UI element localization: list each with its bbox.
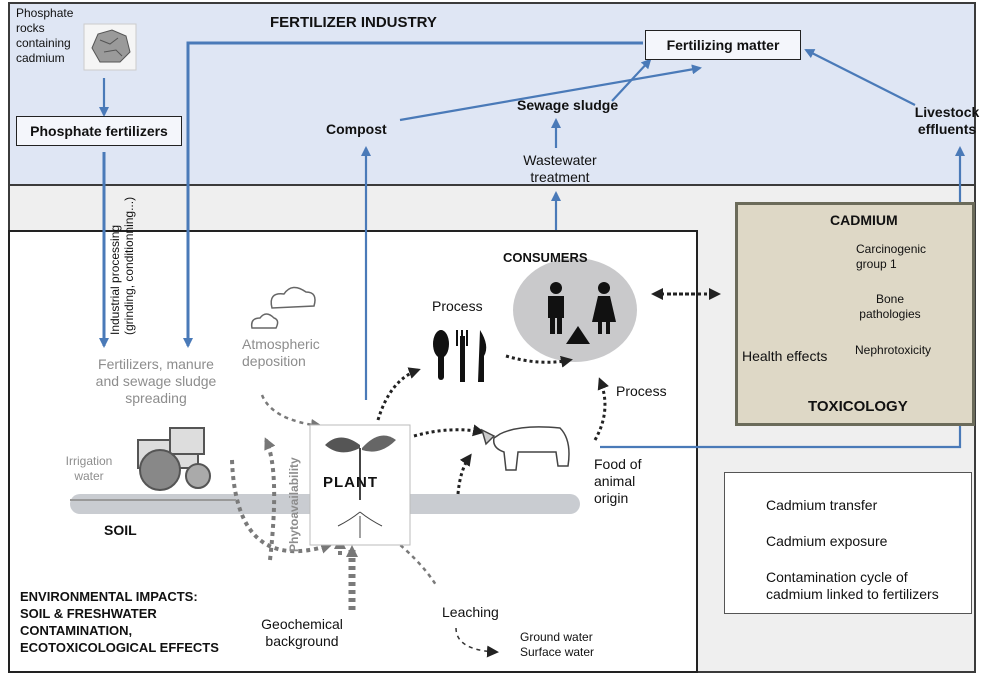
- impacts-line: ENVIRONMENTAL IMPACTS:: [20, 589, 198, 604]
- leaching-label: Leaching: [442, 604, 499, 620]
- cloud-icons: [250, 286, 316, 329]
- geochemical-line: background: [265, 633, 339, 649]
- atmospheric-line: deposition: [242, 353, 306, 369]
- spreading-line: spreading: [125, 390, 187, 406]
- exposure-arrows: [376, 288, 721, 495]
- food-label: Food of animal origin: [594, 456, 641, 507]
- legend-cycle-line: Contamination cycle of: [766, 569, 908, 585]
- consumers-label: CONSUMERS: [503, 250, 588, 265]
- water-label: Ground water Surface water: [520, 630, 594, 660]
- impacts-line: SOIL & FRESHWATER: [20, 606, 157, 621]
- irrigation-line: Irrigation: [65, 454, 113, 468]
- atmospheric-label: Atmospheric deposition: [242, 336, 320, 370]
- sewage-sludge-label: Sewage sludge: [517, 97, 619, 113]
- water-line: Surface water: [520, 645, 595, 659]
- legend-cycle-line: cadmium linked to fertilizers: [766, 586, 939, 602]
- carcinogenic-line: Carcinogenic: [856, 242, 927, 256]
- toxicology-panel: [735, 202, 975, 426]
- livestock-line: Livestock: [914, 104, 980, 120]
- phosphate-rocks-label: Phosphate rocks containing cadmium: [16, 6, 73, 66]
- carcinogenic-label: Carcinogenic group 1: [856, 242, 926, 272]
- process-right-label: Process: [616, 383, 667, 399]
- spreading-line: Fertilizers, manure: [98, 356, 214, 372]
- geochemical-line: Geochemical: [261, 616, 343, 632]
- phosphate-rocks-line: Phosphate: [16, 6, 74, 20]
- fertilizing-matter-box: Fertilizing matter: [645, 30, 801, 60]
- plant-label: PLANT: [323, 474, 378, 491]
- irrigation-label: Irrigation water: [54, 454, 124, 484]
- carcinogenic-line: group 1: [856, 257, 897, 271]
- industry-title: FERTILIZER INDUSTRY: [270, 14, 437, 31]
- geochemical-label: Geochemical background: [252, 616, 352, 650]
- legend-exposure-label: Cadmium exposure: [766, 533, 888, 549]
- livestock-label: Livestock effluents: [912, 104, 982, 138]
- cutlery-icon: [433, 330, 487, 382]
- plant-illustration: [309, 424, 411, 546]
- impacts-line: CONTAMINATION,: [20, 623, 133, 638]
- wastewater-label: Wastewater treatment: [517, 152, 603, 186]
- legend-transfer-label: Cadmium transfer: [766, 497, 878, 513]
- soil-label: SOIL: [104, 522, 137, 538]
- bone-line: Bone: [875, 292, 905, 306]
- phytoavailability-label: Phytoavailability: [287, 457, 301, 552]
- food-line: animal: [594, 473, 636, 489]
- phosphate-rocks-line: cadmium: [16, 51, 65, 65]
- atmospheric-line: Atmospheric: [242, 336, 320, 352]
- phosphate-rock-image: [83, 23, 137, 71]
- consumers-icons: [548, 282, 616, 344]
- water-line: Ground water: [520, 630, 593, 644]
- industrial-processing-label: Industrial processing (grinding, conditi…: [108, 197, 136, 335]
- toxicology-title: TOXICOLOGY: [808, 398, 908, 415]
- industrial-processing-line: (grinding, conditionning...): [122, 196, 136, 335]
- bone-label: Bone pathologies: [850, 292, 930, 322]
- industrial-processing-line: Industrial processing: [108, 224, 122, 335]
- process-top-label: Process: [432, 298, 483, 314]
- phosphate-fertilizers-label: Phosphate fertilizers: [30, 123, 168, 139]
- food-line: Food of: [594, 456, 642, 472]
- legend-cycle-label: Contamination cycle of cadmium linked to…: [766, 569, 939, 603]
- tractor-illustration: [137, 427, 211, 491]
- compost-label: Compost: [326, 121, 387, 137]
- environmental-impacts-label: ENVIRONMENTAL IMPACTS: SOIL & FRESHWATER…: [20, 588, 219, 656]
- irrigation-line: water: [74, 469, 104, 483]
- bone-line: pathologies: [859, 307, 921, 321]
- impacts-line: ECOTOXICOLOGICAL EFFECTS: [20, 640, 219, 655]
- phosphate-fertilizers-box: Phosphate fertilizers: [16, 116, 182, 146]
- spreading-line: and sewage sludge: [95, 373, 217, 389]
- fertilizer-industry-panel: [8, 2, 976, 186]
- health-effects-label: Health effects: [742, 348, 828, 364]
- wastewater-line: Wastewater: [523, 152, 597, 168]
- legend-box: [724, 472, 972, 614]
- cow-illustration: [480, 426, 570, 471]
- phosphate-rocks-line: rocks: [16, 21, 45, 35]
- food-line: origin: [594, 490, 629, 506]
- cadmium-label: CADMIUM: [830, 212, 898, 228]
- consumers-ellipse: [513, 258, 637, 362]
- nephrotoxicity-label: Nephrotoxicity: [855, 343, 932, 357]
- spreading-label: Fertilizers, manure and sewage sludge sp…: [66, 356, 246, 407]
- phosphate-rocks-line: containing: [16, 36, 71, 50]
- fertilizing-matter-label: Fertilizing matter: [666, 37, 780, 53]
- livestock-line: effluents: [917, 121, 977, 137]
- transfer-arrows: [70, 394, 499, 658]
- wastewater-line: treatment: [530, 169, 590, 185]
